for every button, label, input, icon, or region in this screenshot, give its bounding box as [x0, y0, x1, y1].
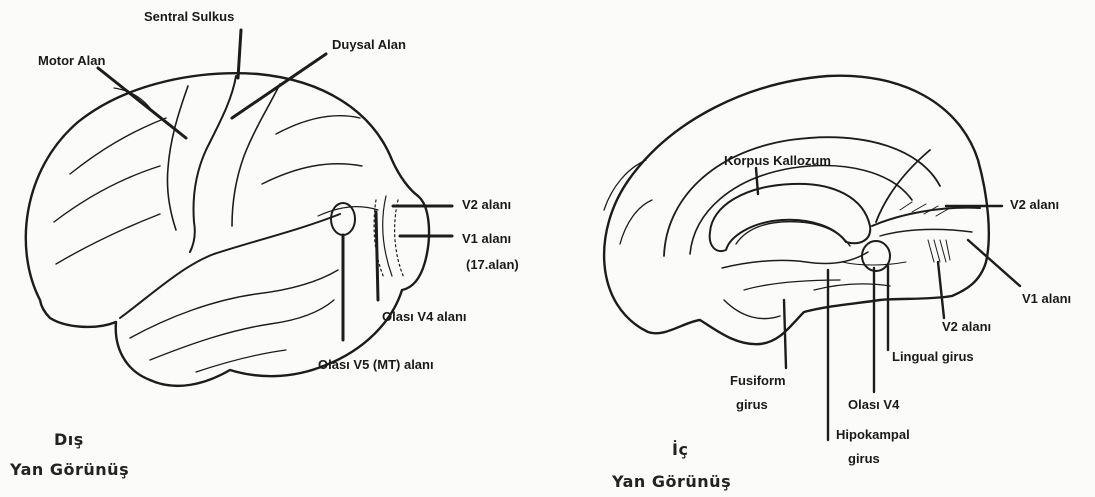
- lateral-brain-drawing: [26, 73, 429, 386]
- v4-circle: [862, 241, 890, 271]
- label-possible-v4-medial: Olası V4: [848, 396, 899, 414]
- pointer-possible-v4: [376, 212, 378, 300]
- label-fusiform-line2: girus: [736, 396, 768, 414]
- medial-brain-drawing: [604, 76, 989, 345]
- caption-inner-line2: Yan Görünüş: [612, 472, 731, 491]
- pointer-central-sulcus: [238, 30, 241, 78]
- pointer-v2-bottom: [938, 262, 944, 318]
- label-v2-area-top: V2 alanı: [1010, 196, 1059, 214]
- label-v1-area: V1 alanı: [462, 230, 511, 248]
- label-fusiform-line1: Fusiform: [730, 372, 786, 390]
- caption-outer-line2: Yan Görünüş: [10, 460, 129, 479]
- label-possible-v5: Olası V5 (MT) alanı: [318, 356, 434, 374]
- label-motor-area: Motor Alan: [38, 52, 105, 70]
- lateral-brain-outline: [26, 73, 429, 386]
- label-hippocampal-line1: Hipokampal: [836, 426, 910, 444]
- pointer-fusiform-gyrus: [784, 300, 786, 368]
- label-v1-area-note: (17.alan): [466, 256, 519, 274]
- label-central-sulcus: Sentral Sulkus: [144, 8, 234, 26]
- label-hippocampal-line2: girus: [848, 450, 880, 468]
- label-corpus-callosum: Korpus Kallozum: [724, 152, 831, 170]
- label-sensory-area: Duysal Alan: [332, 36, 406, 54]
- caption-inner-line1: İç: [672, 440, 688, 459]
- label-v2-area-bottom: V2 alanı: [942, 318, 991, 336]
- label-v1-area: V1 alanı: [1022, 290, 1071, 308]
- label-possible-v4: Olası V4 alanı: [382, 308, 467, 326]
- caption-outer-line1: Dış: [54, 430, 84, 449]
- label-lingual-gyrus: Lingual girus: [892, 348, 974, 366]
- label-v2-area: V2 alanı: [462, 196, 511, 214]
- pointer-motor-area: [98, 68, 186, 138]
